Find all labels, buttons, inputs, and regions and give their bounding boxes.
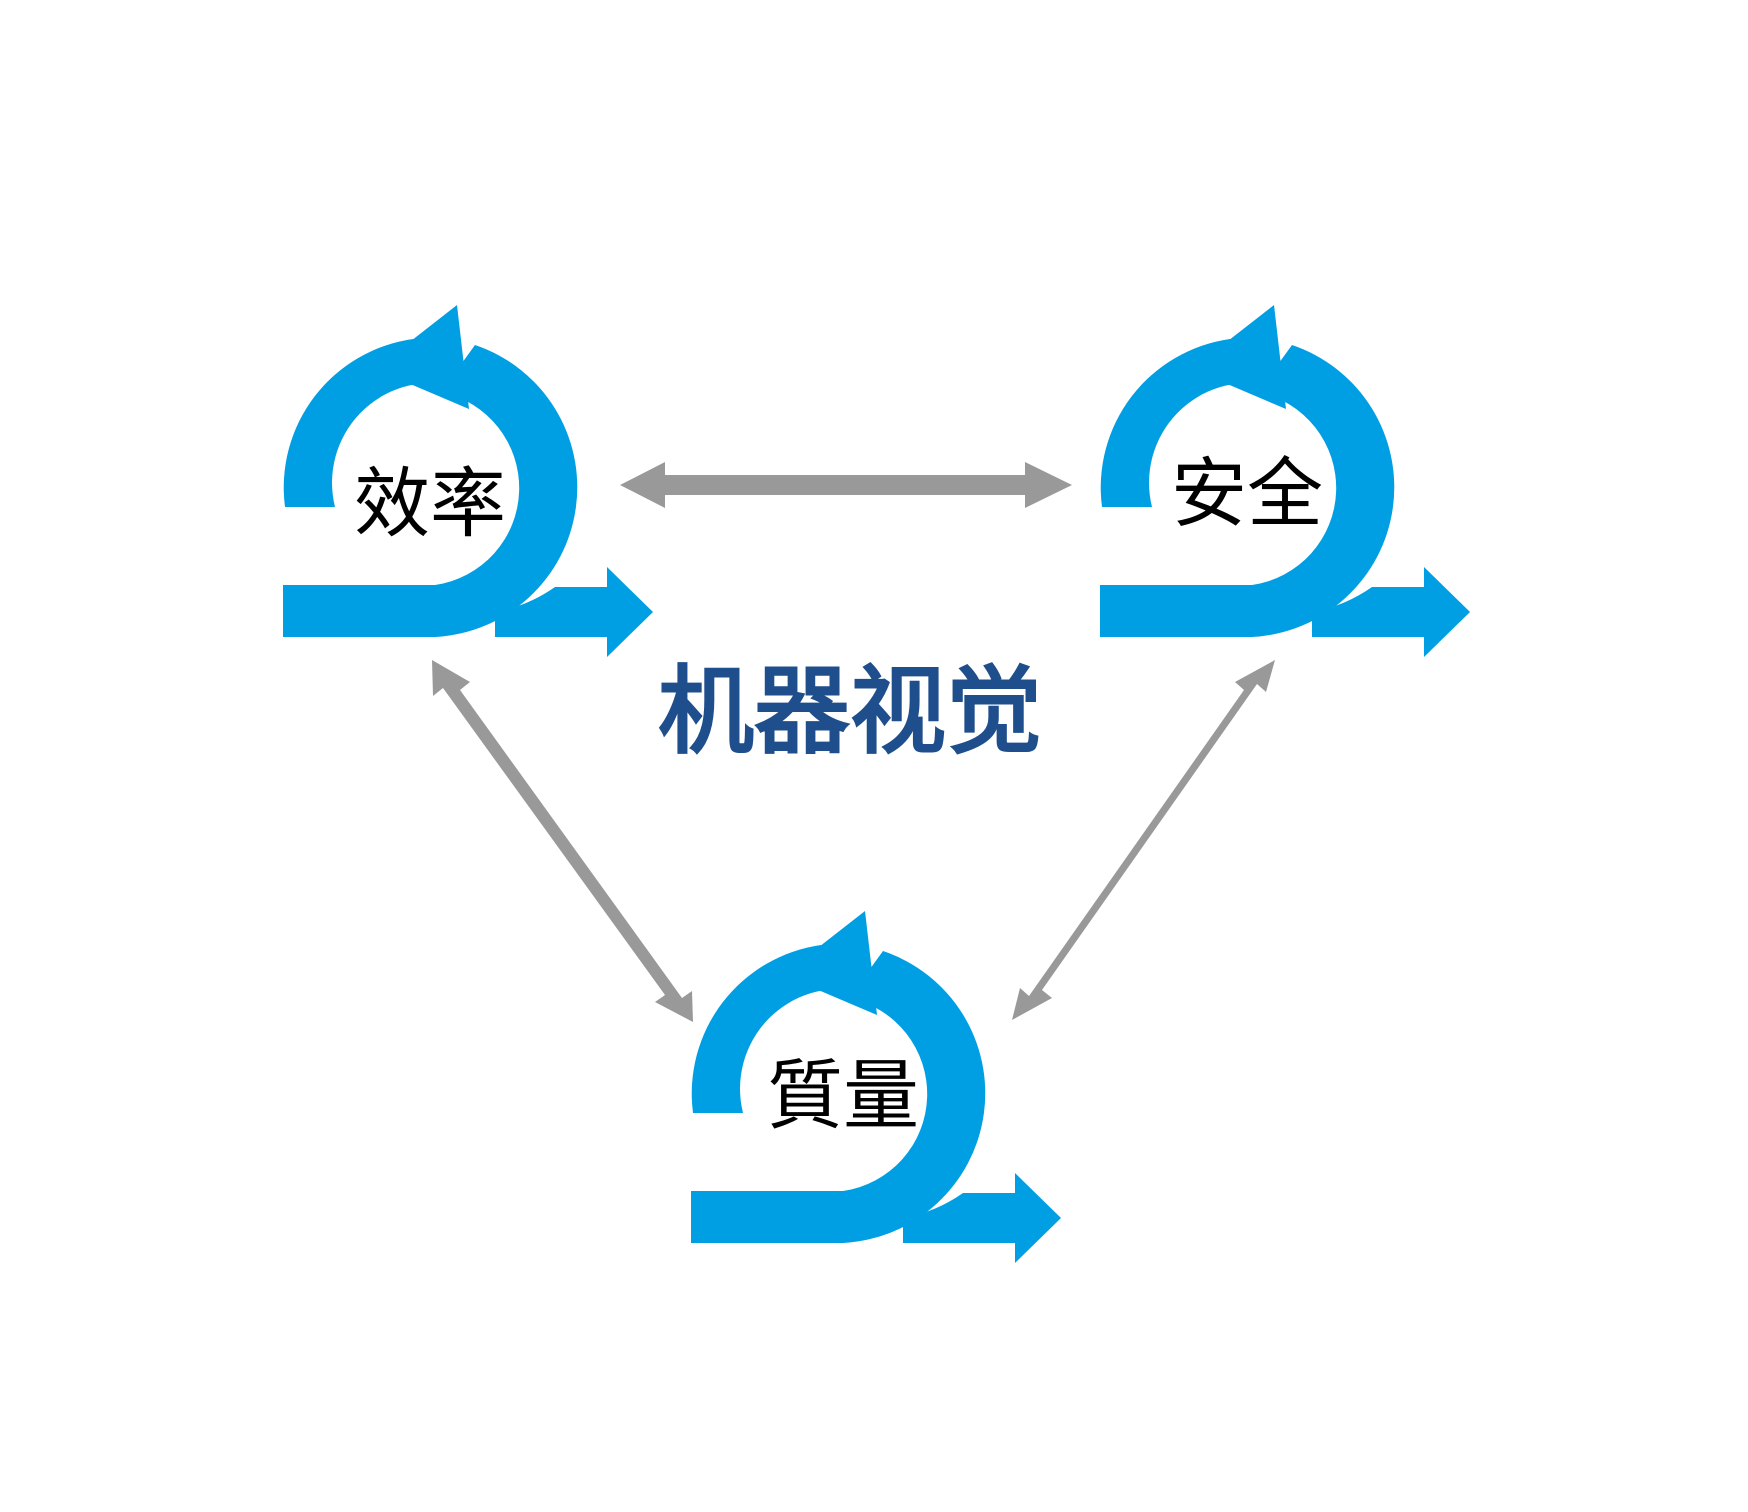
node-efficiency: 效率 [283,305,653,657]
node-label-safety: 安全 [1171,449,1323,538]
node-quality: 質量 [691,911,1061,1263]
double-headed-arrow-icon [1012,660,1275,1020]
node-label-quality: 質量 [767,1051,919,1140]
node-safety: 安全 [1100,305,1470,657]
connector-arrows [432,462,1275,1022]
center-title: 机器视觉 [658,655,1042,767]
node-label-efficiency: 效率 [354,459,506,548]
double-headed-arrow-icon [620,462,1072,508]
double-headed-arrow-icon [432,660,693,1022]
